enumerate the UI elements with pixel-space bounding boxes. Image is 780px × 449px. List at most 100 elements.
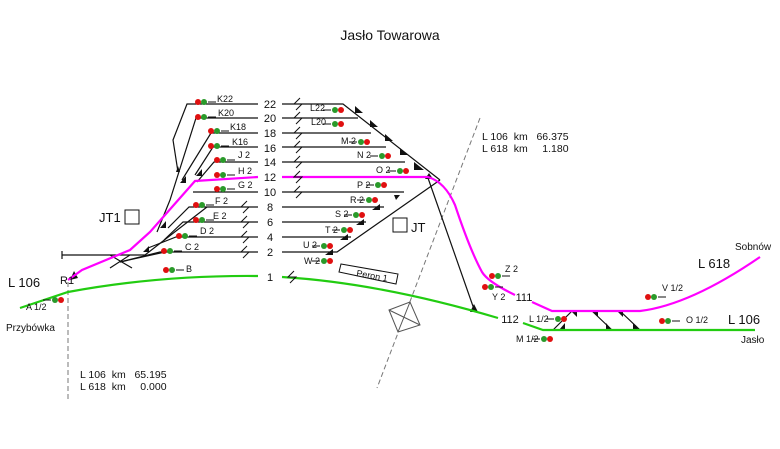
signal-a12-label: A 1/2 <box>26 302 47 312</box>
signal-icon <box>208 143 229 149</box>
signal-icon <box>161 248 182 254</box>
track-111: 111 <box>516 292 533 304</box>
signal-r2-label: R 2 <box>350 195 364 205</box>
signal-icon <box>645 294 666 300</box>
signal-e2-label: E 2 <box>213 211 227 221</box>
line-618-label: L 618 <box>698 256 730 271</box>
joint-icon <box>292 126 304 140</box>
track-20: 20 <box>264 113 276 125</box>
signal-k18-label: K18 <box>230 122 246 132</box>
signal-icon <box>546 316 567 322</box>
track-22: 22 <box>264 99 276 111</box>
track-18: 18 <box>264 128 276 140</box>
signal-icon <box>349 139 370 145</box>
platform-label: Peron 1 <box>356 268 389 283</box>
signal-icon <box>193 217 214 223</box>
signal-icon <box>195 99 216 105</box>
jt-label: JT <box>411 220 426 235</box>
signal-icon <box>312 243 333 249</box>
signal-w2-label: W 2 <box>304 256 320 266</box>
signal-icon <box>193 202 214 208</box>
signal-l20-label: L20 <box>311 117 326 127</box>
signal-f2-label: F 2 <box>215 196 228 206</box>
km-marker-line-right <box>376 117 481 389</box>
km-right-618: L 618 km 1.180 <box>482 143 569 155</box>
line-106-label-right: L 106 <box>728 312 760 327</box>
platform <box>338 263 399 285</box>
signal-u2-label: U 2 <box>303 240 317 250</box>
signal-icon <box>312 258 333 264</box>
signal-icon <box>332 227 353 233</box>
signal-icon <box>489 273 510 279</box>
signal-l22-label: L22 <box>310 103 325 113</box>
signal-n2-label: N 2 <box>357 150 371 160</box>
joint-icon <box>239 245 251 259</box>
joint-icon <box>239 230 251 244</box>
signal-icon <box>163 267 184 273</box>
sobnow-label: Sobnów <box>735 242 772 253</box>
signal-t2-label: T 2 <box>325 225 338 235</box>
joint-icon <box>292 185 304 199</box>
signal-o12-label: O 1/2 <box>686 315 708 325</box>
joint-icon <box>286 270 298 284</box>
track-12: 12 <box>264 172 276 184</box>
track-4: 4 <box>267 232 273 244</box>
line-618 <box>67 175 761 313</box>
signal-k16-label: K16 <box>232 137 248 147</box>
signal-icon <box>388 168 409 174</box>
signal-icon <box>323 107 344 113</box>
crossing-icon <box>388 301 421 333</box>
signal-icon <box>532 336 553 342</box>
joint-icon <box>239 215 251 229</box>
track-16: 16 <box>264 143 276 155</box>
switch-markers <box>70 104 639 330</box>
signal-y2-label: Y 2 <box>492 292 505 302</box>
signal-icon <box>323 121 344 127</box>
signal-icon <box>357 197 378 203</box>
line-106-label-left: L 106 <box>8 275 40 290</box>
line-106 <box>19 274 755 332</box>
jt1-box <box>124 209 140 225</box>
signal-icon <box>208 128 229 134</box>
jt1-label: JT1 <box>99 210 121 225</box>
joint-icon <box>239 200 251 214</box>
signal-s2-label: S 2 <box>335 209 349 219</box>
joint-icons <box>239 97 304 284</box>
signal-icon <box>195 114 216 120</box>
signal-z2-label: Z 2 <box>505 264 518 274</box>
track-14: 14 <box>264 157 276 169</box>
track-1: 1 <box>267 272 273 284</box>
track-numbers: 22 20 18 16 14 12 10 8 6 4 2 1 111 112 <box>264 99 532 326</box>
km-left-106: L 106 km 65.195 <box>80 369 167 381</box>
signal-m12-label: M 1/2 <box>516 334 539 344</box>
signal-k20-label: K20 <box>218 108 234 118</box>
track-112: 112 <box>501 314 519 326</box>
signal-icon <box>370 153 391 159</box>
diagram-title: Jasło Towarowa <box>340 27 440 43</box>
signal-icon <box>482 284 503 290</box>
signal-l12-label: L 1/2 <box>529 314 549 324</box>
signal-icon <box>214 186 235 192</box>
signal-c2-label: C 2 <box>185 242 199 252</box>
signal-icon <box>366 182 387 188</box>
signal-icon <box>176 233 197 239</box>
joint-icon <box>292 97 304 111</box>
signal-icon <box>659 318 680 324</box>
signal-b-label: B <box>186 264 192 274</box>
signals <box>43 99 680 342</box>
signal-p2-label: P 2 <box>357 180 370 190</box>
track-6: 6 <box>267 217 273 229</box>
signal-m2-label: M 2 <box>341 136 356 146</box>
jaslo-label: Jasło <box>741 335 765 346</box>
track-8: 8 <box>267 202 273 214</box>
signal-h2-label: H 2 <box>238 166 252 176</box>
joint-icon <box>292 170 304 184</box>
track-10: 10 <box>264 187 276 199</box>
signal-j2-label: J 2 <box>238 150 250 160</box>
przybowka-label: Przybówka <box>6 323 55 334</box>
jt-box <box>392 217 408 233</box>
joint-icon <box>292 155 304 169</box>
signal-icon <box>43 297 64 303</box>
